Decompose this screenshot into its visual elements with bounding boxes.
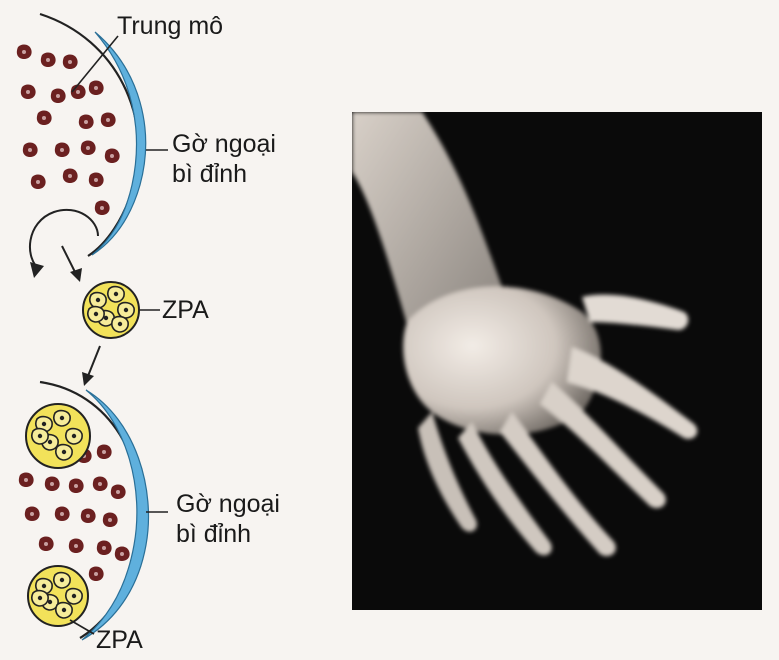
ridge-bottom-label-line2: bì đỉnh [176, 520, 252, 548]
finger-1 [567, 347, 698, 439]
mesoderm-label: Trung mô [117, 12, 224, 40]
ridge-top-label-line1: Gờ ngoại [172, 130, 276, 158]
rotation-arrow [28, 208, 99, 271]
finger-4 [458, 422, 552, 556]
finger-2 [540, 382, 666, 509]
finger-5 [418, 412, 477, 532]
bottom-zpa-lower [27, 565, 89, 627]
hand-photo [352, 112, 762, 610]
hand-illustration [352, 112, 762, 610]
bottom-mesoderm-cells [18, 444, 130, 581]
top-limb-bud [16, 12, 168, 278]
extra-digit [582, 294, 689, 330]
mesoderm-leader [71, 35, 119, 93]
zpa-bottom-leader [69, 619, 95, 635]
zpa-bottom-label: ZPA [96, 626, 143, 654]
zpa-graft [82, 281, 160, 339]
ridge-top-label-line2: bì đỉnh [172, 160, 248, 188]
arrow-down-1 [61, 245, 77, 275]
bottom-zpa-upper [25, 403, 91, 469]
finger-3 [500, 412, 616, 557]
forearm [352, 112, 502, 342]
top-ridge [91, 31, 147, 256]
ridge-bottom-label-line1: Gờ ngoại [176, 490, 280, 518]
bottom-limb-bud [18, 380, 168, 641]
bottom-ridge [81, 389, 150, 641]
zpa-middle-label: ZPA [162, 296, 209, 324]
top-mesoderm-cells [16, 44, 120, 215]
arrow-down-2 [87, 345, 101, 377]
